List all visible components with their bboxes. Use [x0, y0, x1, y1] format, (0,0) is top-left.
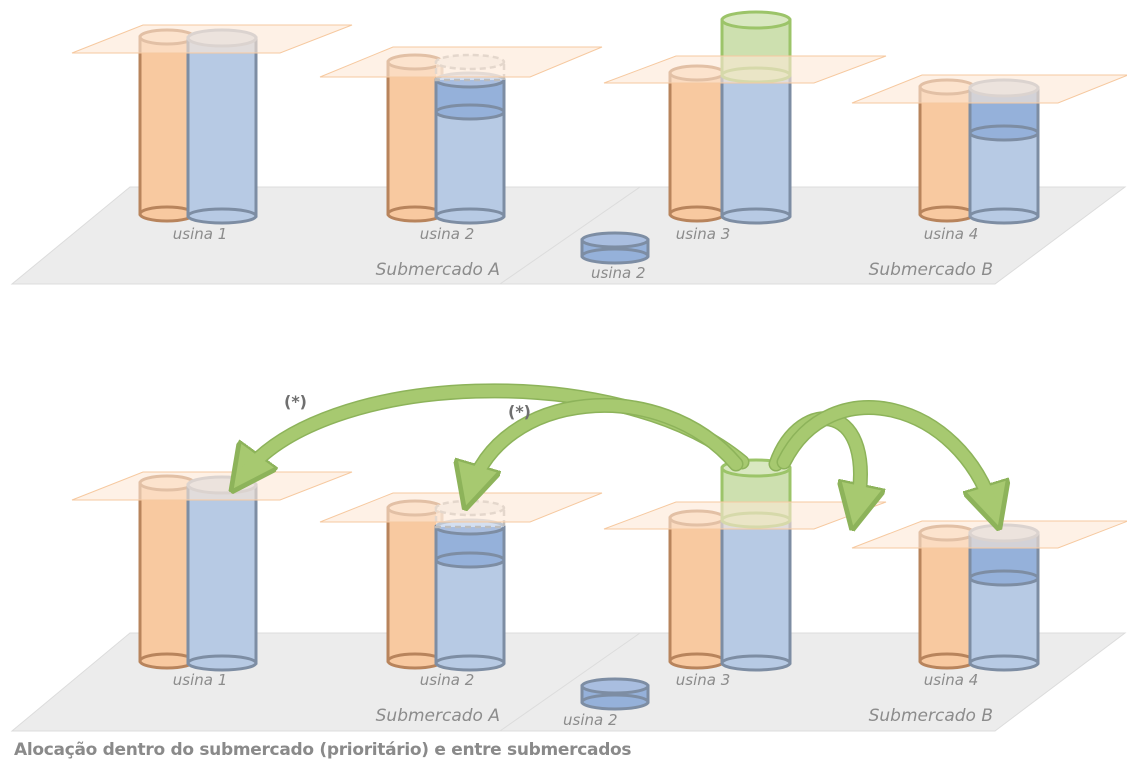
blue-cylinder — [434, 518, 506, 672]
blue-cylinder — [186, 28, 258, 225]
plant-label: usina 1 — [173, 225, 228, 243]
blue-cylinder — [720, 518, 792, 672]
capacity-plane — [603, 501, 887, 530]
detached-plant-label: usina 2 — [591, 264, 646, 282]
arrow-mark: (*) — [508, 402, 531, 421]
diagram-caption: Alocação dentro do submercado (prioritár… — [14, 740, 632, 760]
blue-cylinder — [720, 73, 792, 225]
market-label-b: Submercado B — [869, 260, 993, 280]
usina-3-group — [603, 10, 887, 225]
blue-cylinder — [434, 71, 506, 225]
plant-label: usina 4 — [924, 225, 979, 243]
orange-cylinder — [668, 509, 726, 670]
orange-cylinder — [386, 499, 444, 670]
plant-label: usina 2 — [420, 225, 475, 243]
arrow-to-usina-2 — [470, 397, 744, 492]
plant-label: usina 2 — [420, 671, 475, 689]
capacity-plane — [851, 520, 1127, 549]
market-label-b: Submercado B — [869, 706, 993, 726]
panel-top: usina 1 usina 2 usina 3 usina 4 usina 2 … — [10, 10, 1127, 285]
usina-3-group — [603, 458, 887, 672]
capacity-plane — [851, 74, 1127, 104]
usina-4-group — [851, 74, 1127, 225]
capacity-plane — [319, 492, 603, 523]
arrow-to-usina-4 — [776, 400, 994, 512]
arrow-mark: (*) — [284, 392, 307, 411]
market-label-a: Submercado A — [376, 260, 500, 280]
capacity-plane — [71, 471, 353, 501]
capacity-plane — [71, 24, 353, 54]
orange-cylinder — [138, 28, 196, 223]
capacity-plane — [603, 55, 887, 84]
orange-cylinder — [668, 64, 726, 223]
arrow-to-usina-1 — [242, 383, 750, 477]
panel-bottom: (*) (*) usina 1 usina 2 usina 3 usina 4 … — [10, 383, 1127, 732]
orange-cylinder — [386, 53, 444, 223]
detached-disk — [580, 231, 650, 265]
plant-label: usina 3 — [676, 225, 731, 243]
usina-1-group — [71, 471, 353, 672]
plant-label: usina 4 — [924, 671, 979, 689]
blue-cylinder — [186, 475, 258, 672]
usina-1-group — [71, 24, 353, 225]
plant-label: usina 3 — [676, 671, 731, 689]
plant-label: usina 1 — [173, 671, 228, 689]
market-label-a: Submercado A — [376, 706, 500, 726]
usina-2-group — [319, 46, 603, 225]
detached-disk — [580, 677, 650, 711]
capacity-plane — [319, 46, 603, 78]
detached-plant-label: usina 2 — [563, 711, 618, 729]
orange-cylinder — [138, 474, 196, 670]
